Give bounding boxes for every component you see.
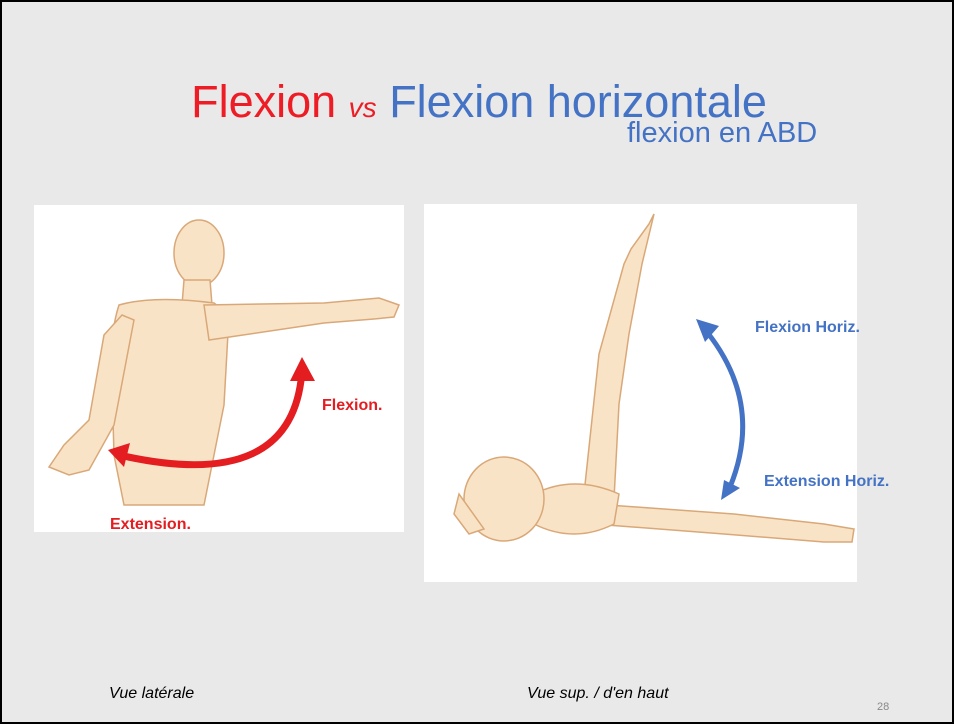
- page-number: 28: [877, 701, 889, 713]
- superior-view-panel: Flexion Horiz. Extension Horiz.: [424, 204, 857, 582]
- label-extension-horiz: Extension Horiz.: [764, 473, 889, 491]
- caption-lateral-view: Vue latérale: [109, 685, 194, 703]
- raised-arm-shape: [584, 214, 654, 499]
- lateral-view-illustration: [34, 205, 404, 532]
- label-flexion-horiz: Flexion Horiz.: [755, 319, 860, 337]
- horizontal-arm-shape: [594, 504, 854, 542]
- torso-shape: [534, 484, 619, 534]
- label-flexion: Flexion.: [322, 397, 382, 415]
- title-flexion: Flexion: [191, 76, 336, 127]
- head-shape: [174, 220, 224, 286]
- raised-arm-shape: [204, 298, 399, 340]
- label-extension: Extension.: [110, 516, 191, 534]
- flexion-arrowhead: [290, 357, 315, 381]
- lateral-view-panel: Flexion. Extension.: [34, 205, 404, 532]
- flexion-horiz-arrowhead: [696, 319, 719, 342]
- slide-subtitle: flexion en ABD: [627, 117, 817, 150]
- blue-arc: [707, 332, 743, 487]
- title-vs: vs: [349, 92, 377, 123]
- caption-superior-view: Vue sup. / d'en haut: [527, 685, 669, 703]
- superior-view-illustration: [424, 204, 857, 582]
